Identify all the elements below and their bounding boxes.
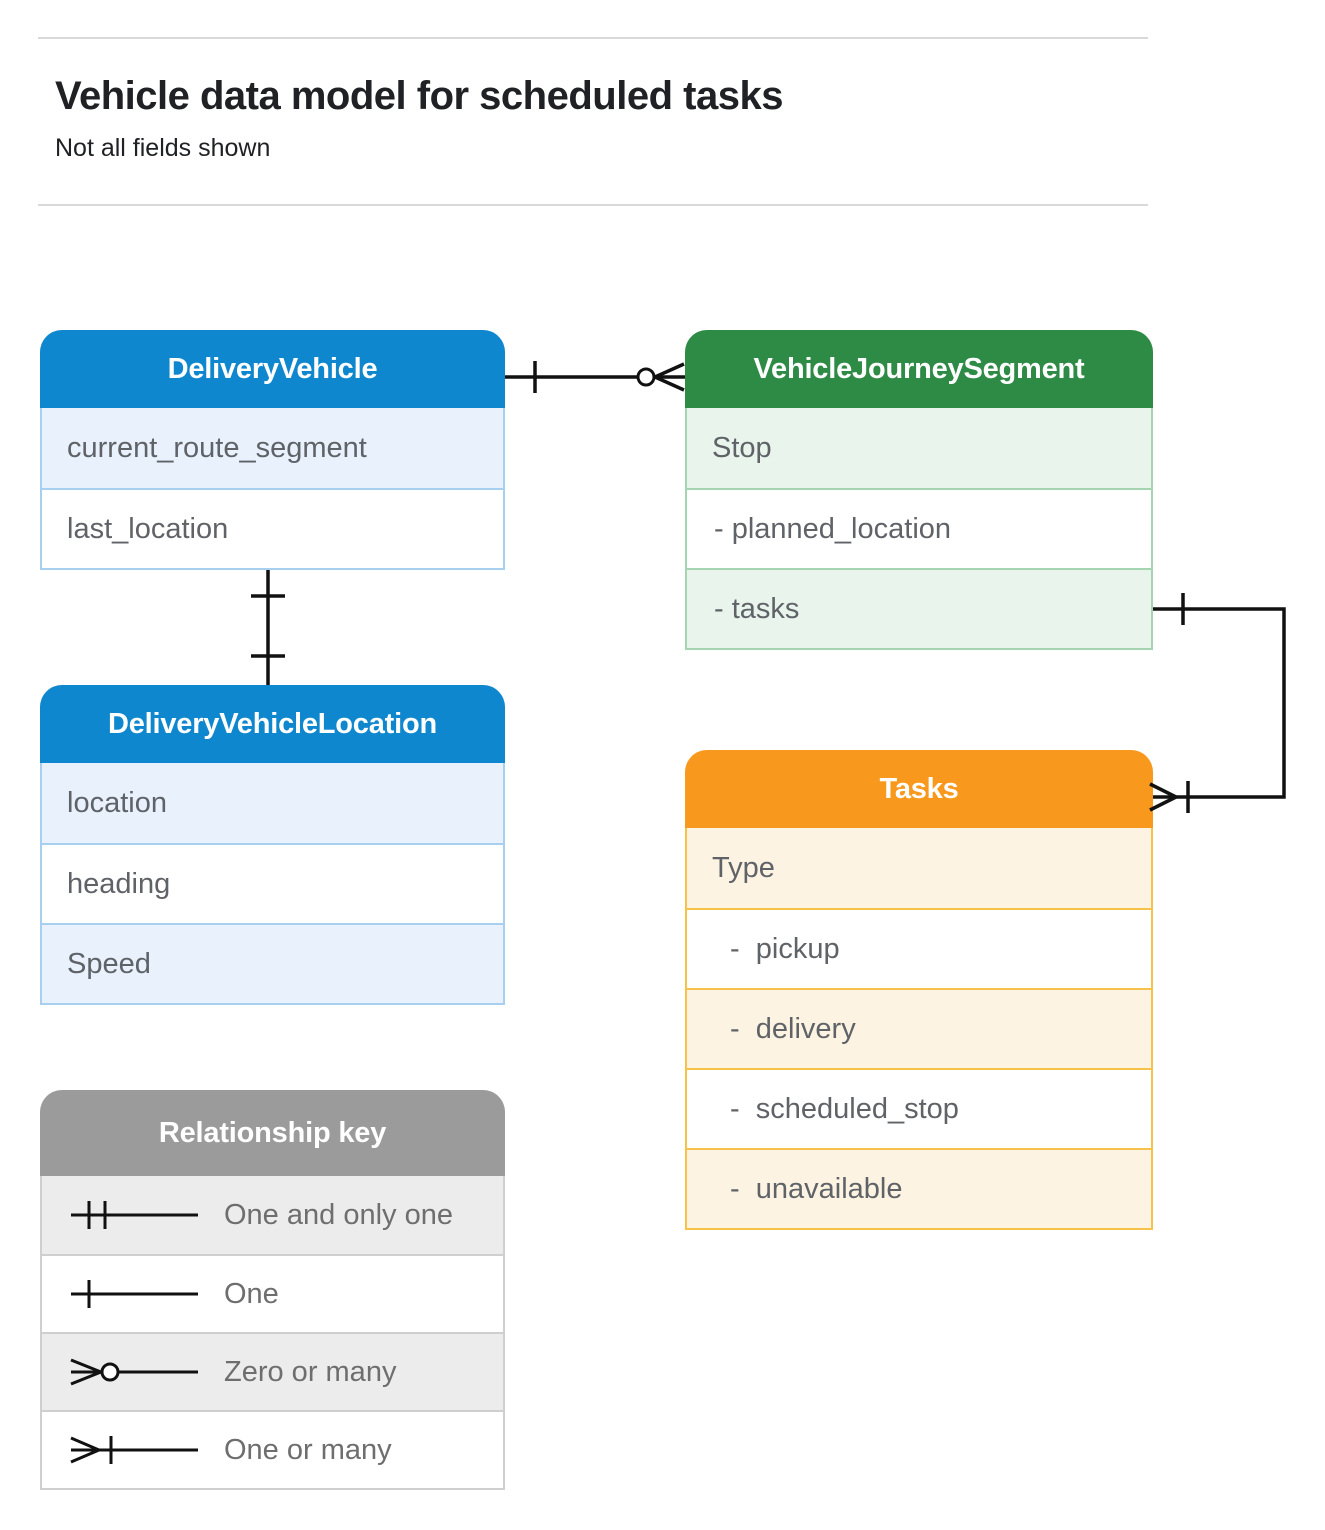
field-current-route-segment: current_route_segment: [42, 408, 503, 488]
connector-deliveryvehicle-to-deliveryvehiclelocation: [251, 570, 285, 685]
key-label: Zero or many: [224, 1355, 397, 1388]
field-location: location: [42, 763, 503, 843]
field-planned-location: - planned_location: [687, 488, 1151, 568]
field-last-location: last_location: [42, 488, 503, 568]
field-tasks: - tasks: [687, 568, 1151, 648]
field-unavailable: - unavailable: [687, 1148, 1151, 1228]
field-scheduled-stop: - scheduled_stop: [687, 1068, 1151, 1148]
entity-vehicle-journey-segment-body: Stop - planned_location - tasks: [685, 408, 1153, 650]
one-or-many-symbol: [70, 1436, 198, 1464]
top-divider: [38, 37, 1148, 39]
one-symbol: [71, 1280, 198, 1308]
entity-tasks-title: Tasks: [685, 750, 1153, 828]
connector-vehiclejourneysegment-to-tasks: [1149, 593, 1286, 813]
entity-tasks: Tasks Type - pickup - delivery - schedul…: [685, 750, 1153, 1230]
key-label: One or many: [224, 1433, 392, 1466]
connector-deliveryvehicle-to-vehiclejourneysegment: [505, 361, 685, 393]
entity-delivery-vehicle: DeliveryVehicle current_route_segment la…: [40, 330, 505, 570]
header-divider: [38, 204, 1148, 206]
entity-vehicle-journey-segment: VehicleJourneySegment Stop - planned_loc…: [685, 330, 1153, 650]
page-subtitle: Not all fields shown: [55, 134, 271, 162]
key-label: One: [224, 1277, 279, 1310]
relationship-key-title: Relationship key: [40, 1090, 505, 1176]
key-item-zero-or-many: Zero or many: [42, 1332, 503, 1410]
relationship-key: Relationship key One and only one One: [40, 1090, 505, 1490]
key-label: One and only one: [224, 1198, 453, 1231]
key-item-one: One: [42, 1254, 503, 1332]
entity-delivery-vehicle-location-title: DeliveryVehicleLocation: [40, 685, 505, 763]
key-item-one-and-only-one: One and only one: [42, 1176, 503, 1254]
entity-tasks-body: Type - pickup - delivery - scheduled_sto…: [685, 828, 1153, 1230]
one-and-only-one-symbol: [71, 1201, 198, 1229]
page-title: Vehicle data model for scheduled tasks: [55, 74, 783, 118]
relationship-key-body: One and only one One Zero or many: [40, 1176, 505, 1490]
field-pickup: - pickup: [687, 908, 1151, 988]
key-item-one-or-many: One or many: [42, 1410, 503, 1488]
entity-vehicle-journey-segment-title: VehicleJourneySegment: [685, 330, 1153, 408]
entity-delivery-vehicle-location-body: location heading Speed: [40, 763, 505, 1005]
field-delivery: - delivery: [687, 988, 1151, 1068]
field-speed: Speed: [42, 923, 503, 1003]
field-heading: heading: [42, 843, 503, 923]
field-type: Type: [687, 828, 1151, 908]
zero-or-many-symbol: [70, 1358, 198, 1386]
entity-delivery-vehicle-title: DeliveryVehicle: [40, 330, 505, 408]
entity-delivery-vehicle-location: DeliveryVehicleLocation location heading…: [40, 685, 505, 1005]
entity-delivery-vehicle-body: current_route_segment last_location: [40, 408, 505, 570]
field-stop: Stop: [687, 408, 1151, 488]
